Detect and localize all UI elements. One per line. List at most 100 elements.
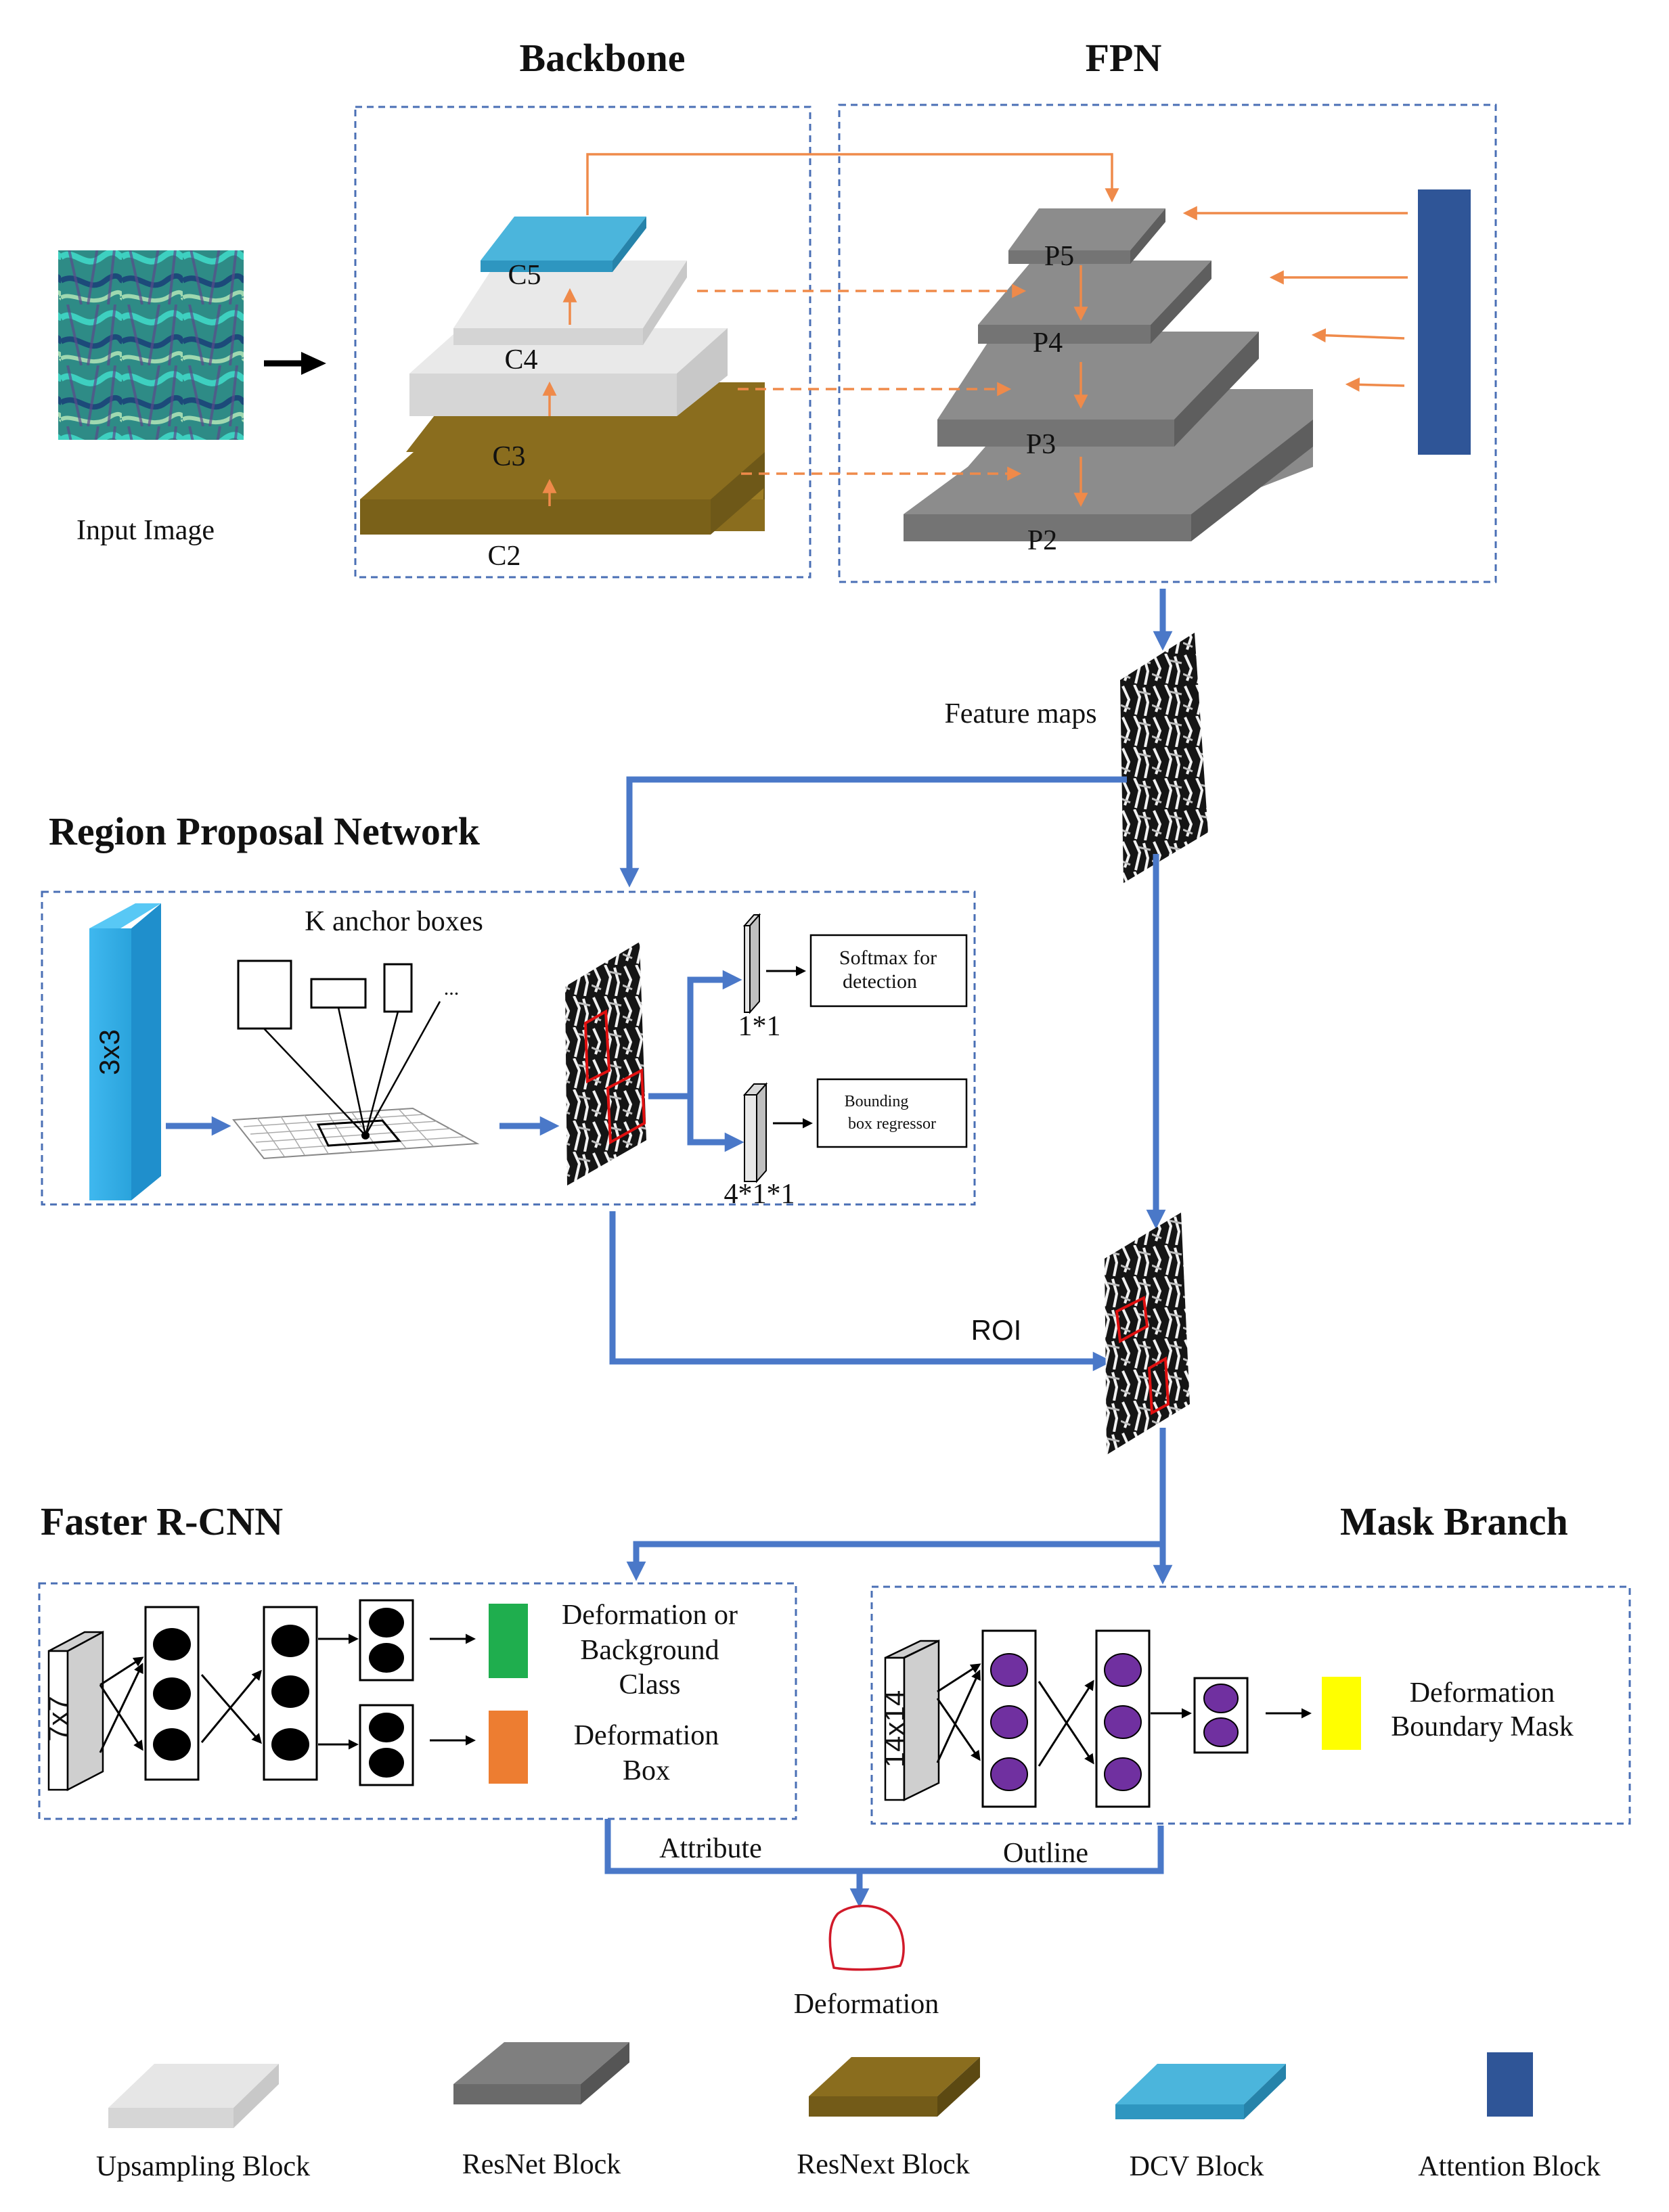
c3-label: C3 <box>492 441 525 472</box>
softmax-label-line1: Softmax for <box>839 947 937 969</box>
c2-label: C2 <box>487 541 520 572</box>
anchor-box-2 <box>310 978 367 1009</box>
mask-output-line2: Boundary Mask <box>1391 1711 1573 1742</box>
roi-box-1 <box>1115 1295 1149 1344</box>
anchor-boxes-label: K anchor boxes <box>305 906 483 937</box>
legend-upsampling-label: Upsampling Block <box>96 2151 310 2182</box>
reg-conv-label: 4*1*1 <box>724 1179 795 1210</box>
roi-label: ROI <box>971 1314 1022 1346</box>
c4-label: C4 <box>504 344 537 376</box>
roi-pool-7x7 <box>47 1630 104 1792</box>
legend-resnext-label: ResNext Block <box>797 2149 969 2180</box>
legend: Upsampling Block ResNet Block ResNext Bl… <box>96 2042 1601 2182</box>
input-image <box>58 250 244 440</box>
backbone-title: Backbone <box>520 36 686 80</box>
c5-block <box>481 217 646 272</box>
p3-block <box>937 332 1259 447</box>
p5-label: P5 <box>1044 241 1074 272</box>
p5-block <box>1008 208 1165 264</box>
mask-branch-title: Mask Branch <box>1340 1499 1568 1543</box>
anchor-box-1 <box>237 960 292 1030</box>
legend-attention-label: Attention Block <box>1418 2151 1600 2182</box>
class-output-line3: Class <box>619 1669 680 1700</box>
mask-head <box>1151 1677 1312 1754</box>
p4-block <box>978 261 1211 344</box>
class-output-line1: Deformation or <box>562 1600 738 1631</box>
legend-attention: Attention Block <box>1418 2052 1601 2182</box>
mask-conv-1 <box>981 1629 1037 1808</box>
anchor-boxes-illustration: ... <box>232 960 480 1160</box>
rpn-proposal-map <box>565 942 646 1186</box>
rpn-to-roi-arrow <box>609 1211 1113 1372</box>
box-output-swatch <box>489 1711 528 1784</box>
deformation-label: Deformation <box>794 1989 939 2020</box>
bbox-regressor-box <box>816 1078 968 1148</box>
mask-conv-2 <box>1095 1629 1151 1808</box>
rpn-title: Region Proposal Network <box>49 809 481 853</box>
features-to-rpn-arrow <box>619 776 1127 888</box>
faster-rcnn-title: Faster R-CNN <box>41 1499 283 1543</box>
feature-maps-image <box>1120 633 1208 883</box>
legend-resnet: ResNet Block <box>453 2042 629 2180</box>
fc-layer-2 <box>263 1606 318 1781</box>
proposal-box-1 <box>583 1009 611 1084</box>
attention-block <box>1418 189 1471 455</box>
attribute-label: Attribute <box>659 1833 762 1864</box>
cls-conv-label: 1*1 <box>738 1011 781 1042</box>
rpn-branch-arrows <box>648 970 742 1100</box>
bbox-label-line2: box regressor <box>848 1115 936 1133</box>
legend-resnext: ResNext Block <box>797 2057 980 2180</box>
roi-to-heads-arrow <box>626 1428 1166 1581</box>
anchor-ellipsis: ... <box>444 977 460 999</box>
fpn-box <box>838 104 1497 583</box>
mask-output-line1: Deformation <box>1410 1677 1555 1709</box>
p2-label: P2 <box>1027 525 1057 556</box>
proposal-box-2 <box>606 1068 646 1145</box>
outline-label: Outline <box>1003 1838 1088 1869</box>
feature-maps-label: Feature maps <box>944 698 1096 729</box>
fc-cross-connections <box>99 1656 262 1753</box>
backbone-box <box>354 106 811 579</box>
lateral-connections <box>586 153 1119 481</box>
roi-pool-7x7-label: 7x7 <box>42 1696 74 1742</box>
faster-rcnn-box <box>38 1582 797 1820</box>
fpn-title: FPN <box>1086 36 1162 80</box>
legend-dcv-label: DCV Block <box>1130 2151 1264 2182</box>
cls-conv-1x1 <box>742 913 761 1014</box>
rpn-box <box>41 890 976 1206</box>
roi-box-2 <box>1147 1356 1170 1416</box>
box-head <box>318 1704 476 1786</box>
cls-head <box>318 1599 476 1681</box>
roi-align-14x14 <box>884 1639 940 1802</box>
mask-output-swatch <box>1322 1677 1361 1750</box>
mask-cross-connections <box>936 1663 1094 1767</box>
box-output-line2: Box <box>623 1755 670 1786</box>
box-output-line1: Deformation <box>574 1720 719 1751</box>
conv-3x3-label: 3x3 <box>93 1029 125 1075</box>
input-arrow <box>264 352 326 375</box>
attention-arrows <box>1182 206 1408 392</box>
bbox-label-line1: Bounding <box>845 1093 909 1110</box>
legend-upsampling: Upsampling Block <box>96 2064 310 2182</box>
mask-branch-box <box>870 1585 1631 1825</box>
roi-feature-map <box>1105 1213 1190 1455</box>
rpn-branch-arrow-lower <box>687 1096 744 1152</box>
class-output-swatch <box>489 1604 528 1678</box>
p2-block <box>904 389 1313 541</box>
class-output-line2: Background <box>580 1635 719 1666</box>
deformation-outline <box>828 1904 905 1971</box>
reg-conv-4x1x1 <box>742 1082 768 1183</box>
softmax-label-line2: detection <box>843 970 917 993</box>
anchor-box-3 <box>383 963 413 1013</box>
softmax-box <box>809 934 968 1008</box>
backbone-up-arrows <box>542 288 577 506</box>
p3-label: P3 <box>1026 429 1056 460</box>
p4-label: P4 <box>1033 328 1063 359</box>
c5-label: C5 <box>508 260 541 291</box>
input-image-label: Input Image <box>76 515 215 546</box>
conv-3x3-block <box>89 903 161 1200</box>
legend-resnet-label: ResNet Block <box>462 2149 621 2180</box>
legend-dcv: DCV Block <box>1115 2064 1286 2182</box>
merge-lines <box>604 1819 1164 1874</box>
